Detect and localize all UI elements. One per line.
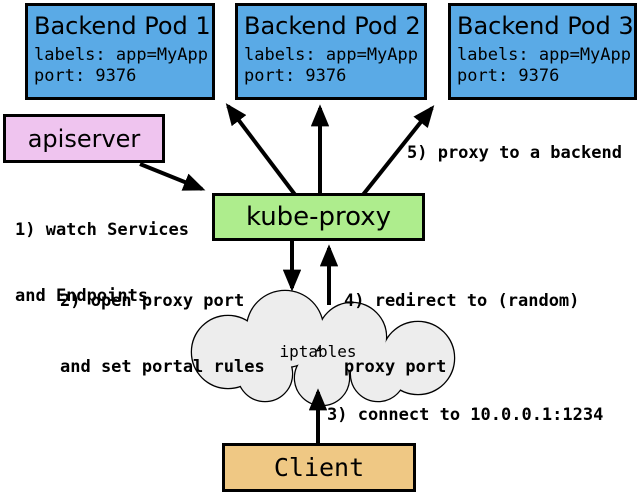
kube-proxy-label: kube-proxy — [245, 202, 392, 232]
backend-pod-3: Backend Pod 3 labels: app=MyApp port: 93… — [448, 3, 637, 100]
client-node: Client — [222, 443, 416, 492]
annotation-step4-line1: 4) redirect to (random) — [344, 291, 580, 311]
apiserver-node: apiserver — [3, 114, 165, 163]
client-label: Client — [273, 453, 365, 482]
apiserver-label: apiserver — [27, 124, 141, 153]
annotation-step2-line2: and set portal rules — [60, 357, 265, 377]
backend-pod-1: Backend Pod 1 labels: app=MyApp port: 93… — [25, 3, 215, 100]
iptables-label: iptables — [279, 342, 357, 361]
iptables-cloud — [190, 289, 456, 407]
annotation-step5: 5) proxy to a backend — [407, 143, 622, 163]
arrow-kube-proxy-to-pod1 — [225, 103, 298, 198]
pod-port: port: 9376 — [244, 66, 347, 86]
pod-title: Backend Pod 2 — [244, 12, 421, 40]
annotation-step4: 4) redirect to (random) proxy port — [344, 246, 579, 422]
annotation-step1: 1) watch Services and Endpoints — [15, 175, 189, 351]
annotation-step2-line1: 2) open proxy port — [60, 291, 245, 311]
pod-port: port: 9376 — [34, 66, 137, 86]
pod-labels: labels: app=MyApp — [457, 45, 631, 65]
annotation-step2: 2) open proxy port and set portal rules — [60, 246, 265, 422]
pod-title: Backend Pod 3 — [457, 12, 634, 40]
pod-labels: labels: app=MyApp — [34, 45, 208, 65]
annotation-step3: 3) connect to 10.0.0.1:1234 — [327, 405, 604, 425]
pod-labels: labels: app=MyApp — [244, 45, 418, 65]
pod-port: port: 9376 — [457, 66, 560, 86]
pod-title: Backend Pod 1 — [34, 12, 211, 40]
backend-pod-2: Backend Pod 2 labels: app=MyApp port: 93… — [235, 3, 427, 100]
kube-proxy-node: kube-proxy — [212, 193, 425, 241]
annotation-step1-line1: 1) watch Services — [15, 220, 189, 240]
annotation-step1-line2: and Endpoints — [15, 286, 149, 306]
arrow-apiserver-to-kube-proxy — [139, 162, 206, 191]
arrow-kube-proxy-to-pod3 — [360, 105, 435, 198]
annotation-step4-line2: proxy port — [344, 357, 447, 377]
